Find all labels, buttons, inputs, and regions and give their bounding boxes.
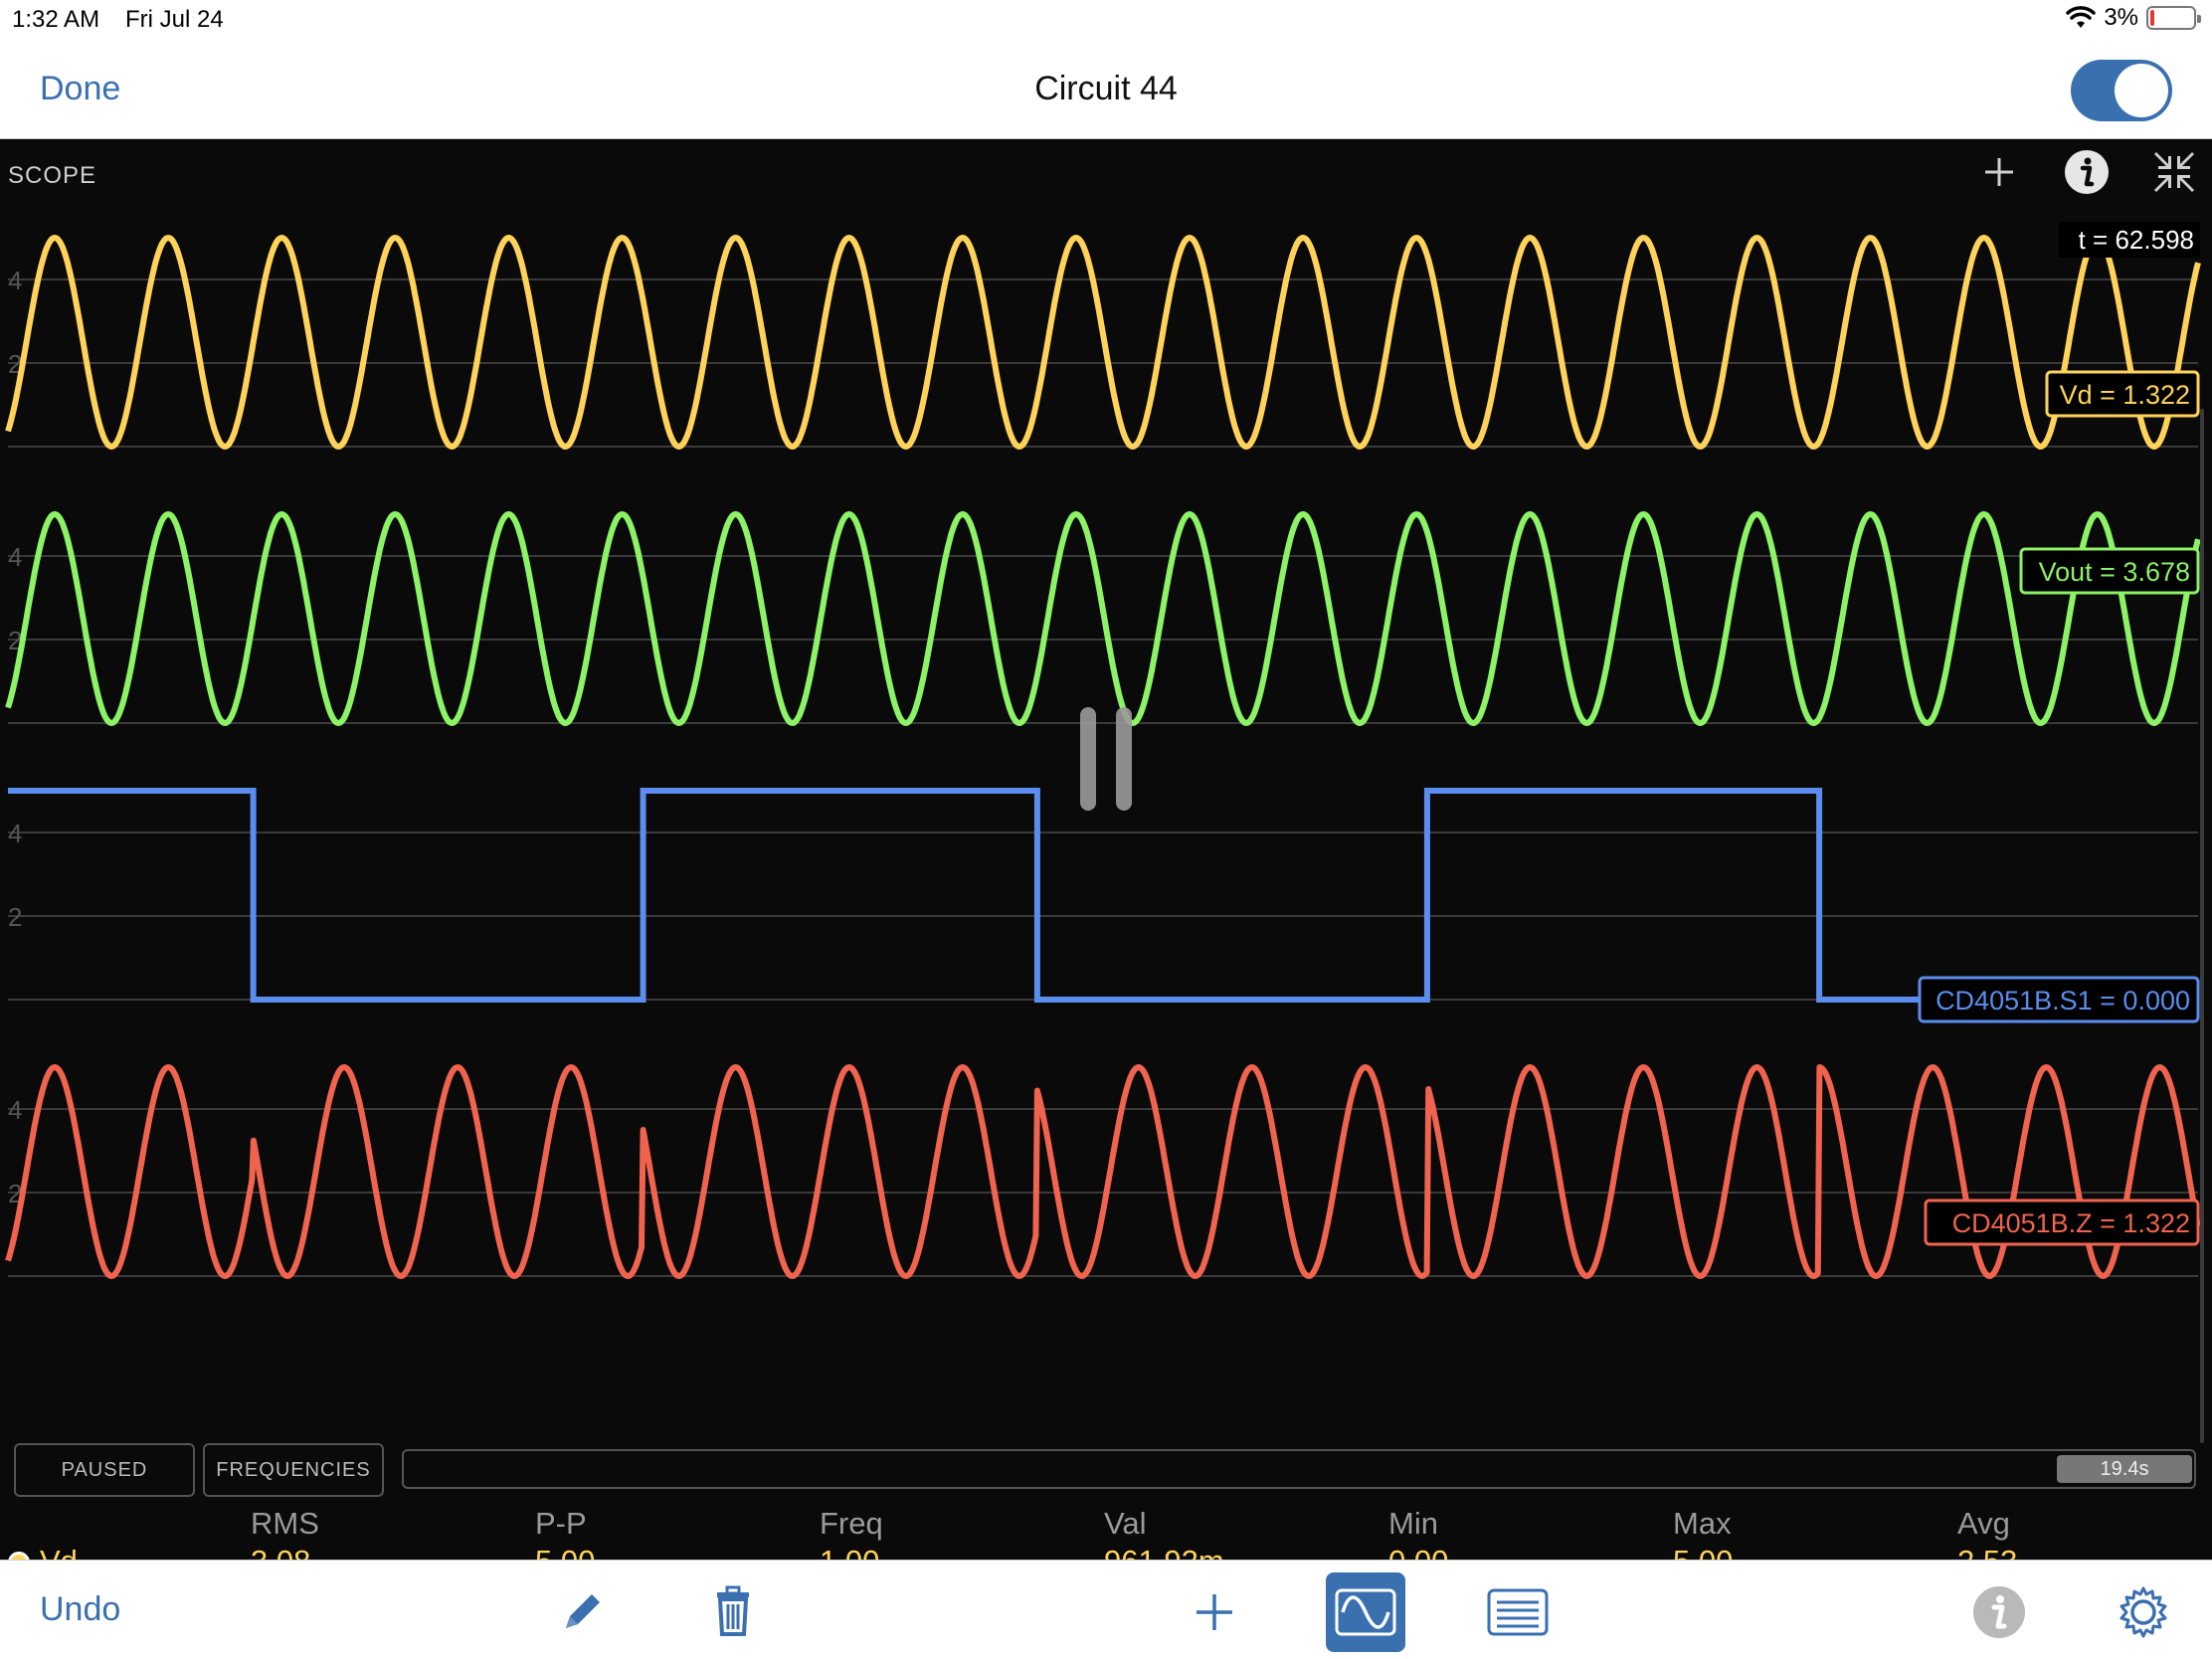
stats-header-avg: Avg: [1957, 1506, 2010, 1541]
scope-label: SCOPE: [8, 162, 97, 189]
plus-icon: [1985, 158, 2013, 186]
scroll-indicator: [2200, 409, 2204, 1443]
plus-icon: [1197, 1594, 1232, 1630]
pencil-icon: [566, 1594, 600, 1628]
axis-tick-label: 4: [8, 1095, 22, 1125]
status-time: 1:32 AM: [12, 6, 100, 33]
time-scrollbar[interactable]: 19.4s: [402, 1449, 2196, 1489]
scope-view-button[interactable]: [1326, 1572, 1405, 1652]
collapse-icon: [2154, 152, 2194, 192]
value-readout: CD4051B.Z = 1.322: [1952, 1208, 2190, 1238]
info-icon: [1973, 1586, 2025, 1638]
add-button[interactable]: [1175, 1572, 1254, 1652]
simulation-toggle[interactable]: [2071, 60, 2172, 121]
edit-button[interactable]: [542, 1572, 622, 1652]
bottom-toolbar: Undo: [0, 1560, 2212, 1659]
battery-percent: 3%: [2104, 4, 2138, 31]
list-view-button[interactable]: [1478, 1572, 1558, 1652]
gear-icon: [2120, 1586, 2167, 1638]
add-trace-button[interactable]: [1973, 146, 2025, 198]
value-readout: Vout = 3.678: [2039, 557, 2190, 587]
trace-vd: [5, 235, 2201, 450]
nav-bar: Done Circuit 44: [0, 40, 2212, 139]
trash-icon: [717, 1585, 749, 1636]
collapse-scope-button[interactable]: [2148, 146, 2200, 198]
stats-header-pp: P-P: [535, 1506, 587, 1541]
trace-vout: [5, 511, 2201, 726]
info-button[interactable]: [1959, 1572, 2039, 1652]
time-scrollbar-thumb[interactable]: 19.4s: [2057, 1455, 2192, 1483]
trace-cd4051b-s1: [8, 788, 2198, 1003]
scope-info-button[interactable]: [2061, 146, 2113, 198]
stats-header-max: Max: [1673, 1506, 1732, 1541]
stats-header-min: Min: [1388, 1506, 1438, 1541]
stats-header-val: Val: [1104, 1506, 1147, 1541]
undo-button[interactable]: Undo: [40, 1590, 121, 1628]
toggle-knob: [2115, 64, 2168, 117]
status-right: 3%: [2066, 4, 2201, 32]
done-button[interactable]: Done: [40, 70, 121, 107]
value-readout-box: [1924, 1198, 2200, 1246]
stats-header-rms: RMS: [251, 1506, 319, 1541]
time-readout: t = 62.598: [2079, 225, 2194, 255]
paused-button[interactable]: PAUSED: [14, 1443, 195, 1497]
settings-button[interactable]: [2104, 1572, 2183, 1652]
axis-tick-label: 4: [8, 819, 22, 848]
wifi-icon: [2066, 6, 2097, 28]
info-icon: [2065, 150, 2109, 194]
pause-icon: [1116, 707, 1132, 811]
page-title: Circuit 44: [1034, 70, 1178, 107]
list-icon: [1487, 1588, 1549, 1636]
stats-header-row: RMS P-P Freq Val Min Max Avg: [8, 1505, 2117, 1543]
battery-icon: [2146, 6, 2201, 30]
value-readout-box: [2019, 547, 2200, 595]
stats-header-freq: Freq: [820, 1506, 883, 1541]
axis-tick-label: 2: [8, 902, 22, 932]
value-readout: Vd = 1.322: [2060, 380, 2190, 410]
axis-tick-label: 4: [8, 266, 22, 295]
value-readout-box: [1918, 976, 2200, 1023]
status-bar: 1:32 AM Fri Jul 24 3%: [0, 0, 2212, 40]
trace-cd4051b-z: [5, 1064, 2201, 1279]
frequencies-button[interactable]: FREQUENCIES: [203, 1443, 384, 1497]
stats-header-name: [8, 1505, 251, 1543]
value-readout-box: [2045, 370, 2200, 418]
delete-button[interactable]: [693, 1572, 773, 1652]
pause-icon: [1080, 707, 1096, 811]
waveform-icon: [1335, 1588, 1396, 1636]
axis-tick-label: 4: [8, 542, 22, 572]
value-readout: CD4051B.S1 = 0.000: [1936, 986, 2190, 1015]
time-readout-bg: [2059, 222, 2200, 258]
scope-tools: [1973, 146, 2200, 198]
status-date: Fri Jul 24: [125, 6, 224, 33]
